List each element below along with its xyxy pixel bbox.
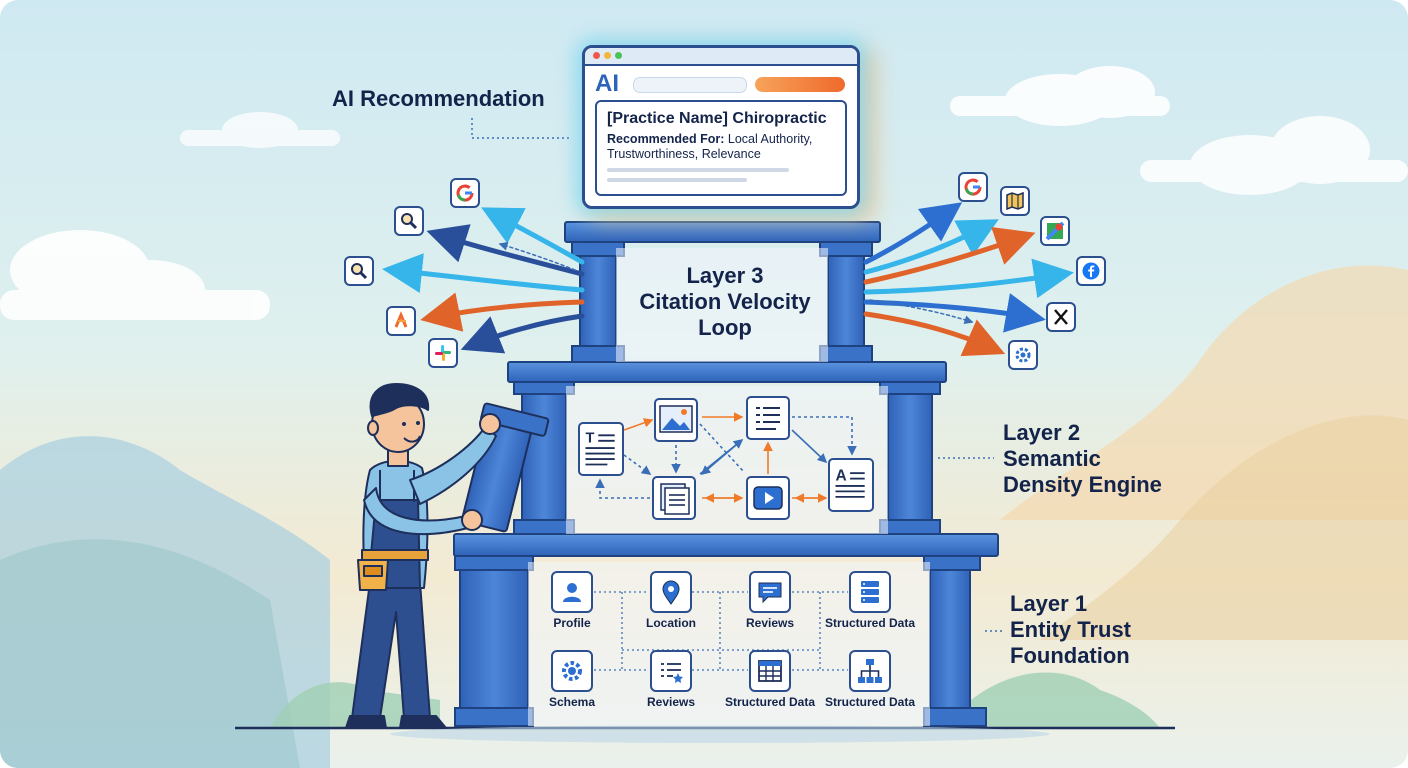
tile-label-reviews: Reviews bbox=[745, 616, 795, 630]
layer2-subtitle-line2: Density Engine bbox=[1003, 472, 1162, 497]
recommended-label: Recommended For: bbox=[607, 132, 725, 146]
layer3-title: Layer 3 bbox=[686, 263, 764, 288]
database-icon bbox=[849, 571, 891, 613]
layer1-subtitle-line2: Foundation bbox=[1010, 643, 1130, 668]
ai-browser-window: AI [Practice Name] Chiropractic Recommen… bbox=[582, 45, 860, 209]
worker-figure bbox=[345, 383, 550, 729]
tile-label-structured-data: Structured Data bbox=[824, 616, 916, 630]
layer2-title: Layer 2 bbox=[1003, 420, 1081, 445]
layer3-subtitle-line1: Citation Velocity bbox=[639, 289, 811, 314]
app-icon bbox=[386, 306, 416, 336]
tile-label-structured-data: Structured Data bbox=[824, 695, 916, 709]
cloud bbox=[180, 112, 340, 148]
citation-arrows-left bbox=[382, 207, 585, 354]
beam-1 bbox=[453, 533, 999, 557]
cloud bbox=[0, 230, 270, 320]
beam-2 bbox=[507, 361, 947, 383]
placeholder-line bbox=[607, 178, 747, 182]
gear-icon bbox=[551, 650, 593, 692]
tile-label-reviews: Reviews bbox=[646, 695, 696, 709]
layer3-panel bbox=[616, 248, 828, 362]
image-icon bbox=[654, 398, 698, 442]
location-pin-icon bbox=[650, 571, 692, 613]
hill bbox=[960, 672, 1160, 728]
stacked-pages-icon bbox=[652, 476, 696, 520]
slack-icon bbox=[428, 338, 458, 368]
layer3-label: Layer 3 Citation Velocity Loop bbox=[620, 263, 830, 341]
chat-bubble-icon bbox=[749, 571, 791, 613]
close-dot-icon bbox=[593, 52, 600, 59]
beam-top bbox=[564, 221, 881, 243]
ai-brand: AI bbox=[595, 70, 619, 97]
ai-leader-line bbox=[471, 118, 570, 139]
tile-label-location: Location bbox=[646, 616, 696, 630]
video-play-icon bbox=[746, 476, 790, 520]
search-icon bbox=[394, 206, 424, 236]
citation-arrows-right bbox=[863, 202, 1074, 357]
layer3-subtitle-line2: Loop bbox=[698, 315, 752, 340]
cloud bbox=[950, 66, 1170, 126]
tile-label-schema: Schema bbox=[548, 695, 596, 709]
rated-list-icon bbox=[650, 650, 692, 692]
google-icon bbox=[958, 172, 988, 202]
address-bar bbox=[633, 77, 747, 93]
layer3-columns bbox=[571, 241, 873, 363]
placeholder-line bbox=[607, 168, 789, 172]
recommendation-panel: [Practice Name] Chiropractic Recommended… bbox=[595, 100, 847, 196]
practice-title: [Practice Name] Chiropractic bbox=[607, 110, 827, 127]
cloud bbox=[1140, 116, 1408, 195]
list-document-icon bbox=[746, 396, 790, 440]
table-grid-icon bbox=[749, 650, 791, 692]
hill bbox=[0, 539, 300, 768]
maps-icon bbox=[1000, 186, 1030, 216]
google-icon bbox=[450, 178, 480, 208]
svg-text:T: T bbox=[585, 431, 594, 447]
tile-label-profile: Profile bbox=[553, 616, 591, 630]
layer2-connections bbox=[595, 412, 857, 503]
user-profile-icon bbox=[551, 571, 593, 613]
gear-icon bbox=[1008, 340, 1038, 370]
layer1-columns bbox=[454, 555, 987, 727]
hill bbox=[1040, 415, 1408, 640]
layer1-subtitle-line1: Entity Trust bbox=[1010, 617, 1132, 642]
minimize-dot-icon bbox=[604, 52, 611, 59]
facebook-icon bbox=[1076, 256, 1106, 286]
layer2-subtitle-line1: Semantic bbox=[1003, 446, 1101, 471]
tile-label-structured-data: Structured Data bbox=[724, 695, 816, 709]
maximize-dot-icon bbox=[615, 52, 622, 59]
google-maps-icon bbox=[1040, 216, 1070, 246]
recommended-value: Local Authority, Trustworthiness, Releva… bbox=[607, 132, 813, 161]
accent-button bbox=[755, 77, 845, 92]
search-icon bbox=[344, 256, 374, 286]
hierarchy-icon bbox=[849, 650, 891, 692]
x-icon bbox=[1046, 302, 1076, 332]
browser-titlebar bbox=[585, 48, 857, 66]
svg-text:A: A bbox=[835, 467, 846, 484]
layer1-label: Layer 1 Entity Trust Foundation bbox=[1010, 591, 1131, 669]
recommendation-text: Recommended For: Local Authority, Trustw… bbox=[607, 132, 839, 162]
layer1-title: Layer 1 bbox=[1010, 591, 1088, 616]
layer2-label: Layer 2 Semantic Density Engine bbox=[1003, 420, 1162, 498]
article-icon: A bbox=[828, 458, 874, 512]
ai-recommendation-label: AI Recommendation bbox=[332, 86, 545, 111]
carried-column bbox=[461, 402, 550, 533]
text-document-icon: T bbox=[578, 422, 624, 476]
